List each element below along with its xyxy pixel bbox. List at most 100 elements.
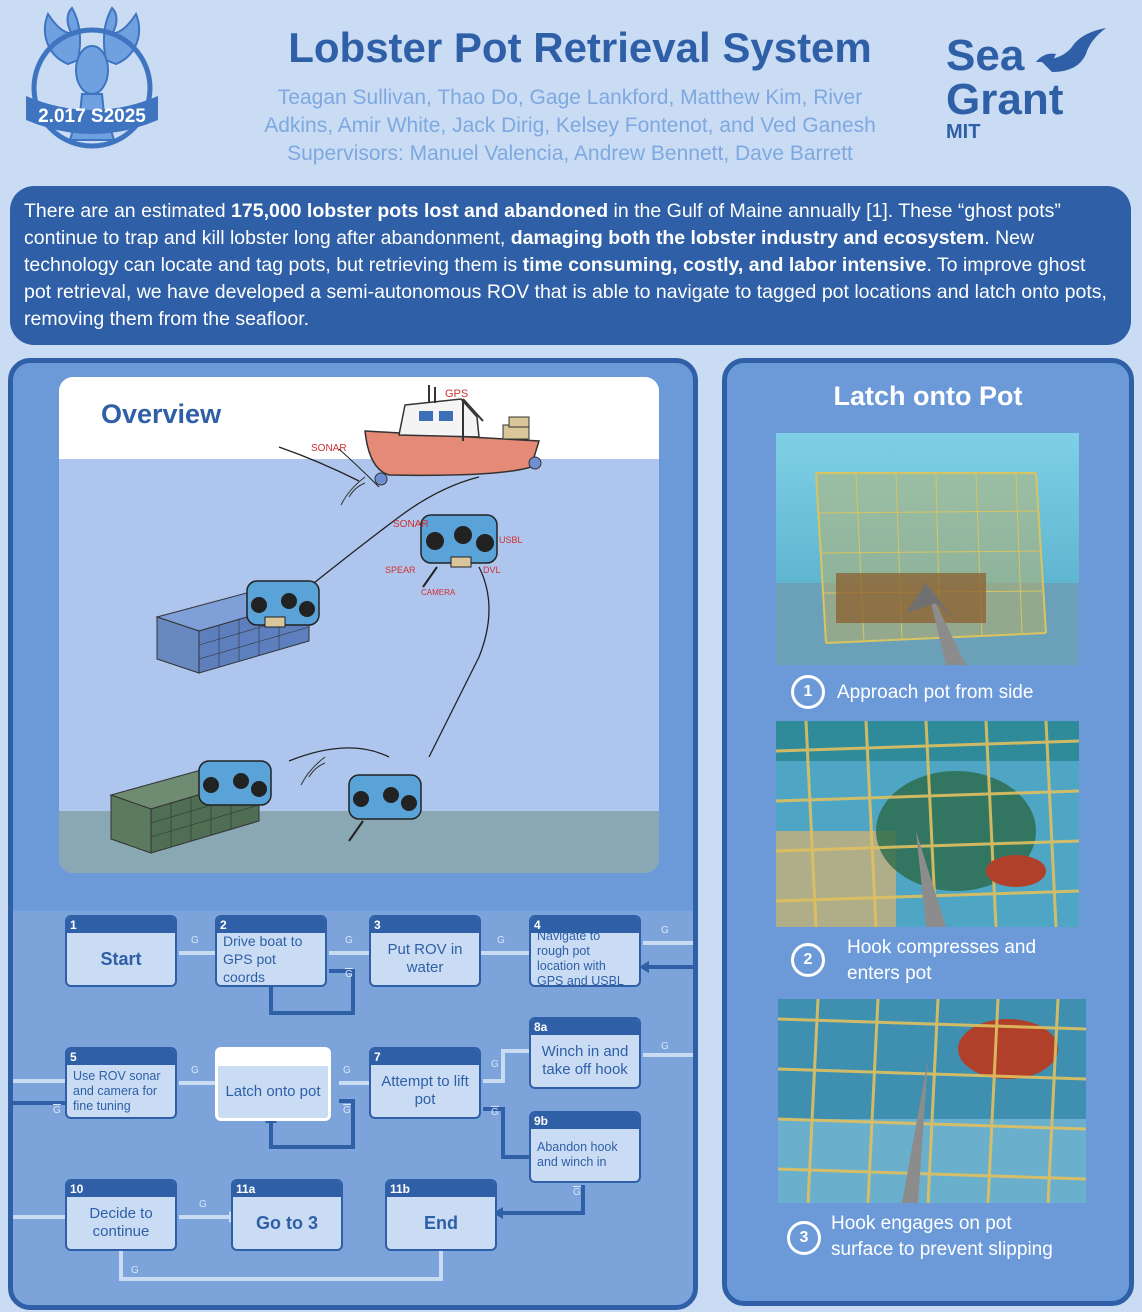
overview-title: Overview — [101, 399, 222, 429]
label-spear: SPEAR — [385, 565, 416, 575]
flow-state-2[interactable]: 2 Drive boat to GPS pot coords — [215, 915, 327, 987]
sea-grant-logo: Sea Grant MIT — [944, 26, 1114, 146]
sea-grant-sea: Sea — [946, 31, 1025, 80]
step-number-badge: 1 — [791, 675, 825, 709]
state-flowchart: G G G G G G G G G G G G G G G 1 Start 2 … — [13, 911, 693, 1305]
state-number: 5 — [67, 1049, 175, 1065]
state-number: 9b — [531, 1113, 639, 1129]
state-label: Decide to continue — [89, 1205, 153, 1240]
latch-panel: Latch onto Pot — [722, 358, 1134, 1306]
rov-illustration-2 — [420, 514, 498, 588]
step-number-badge: 3 — [787, 1221, 821, 1255]
step-3-line-1: Hook engages on pot — [831, 1213, 1012, 1234]
intro-bold-3: time consuming, costly, and labor intens… — [522, 254, 927, 276]
authors-line-1: Teagan Sullivan, Thao Do, Gage Lankford,… — [277, 86, 863, 109]
poster-title: Lobster Pot Retrieval System — [288, 24, 872, 71]
state-label: Winch in and take off hook — [541, 1043, 629, 1078]
sea-grant-mit: MIT — [946, 121, 980, 143]
intro-text-1: There are an estimated — [24, 200, 232, 222]
flow-state-10[interactable]: 10 Decide to continue — [65, 1179, 177, 1251]
intro-bold-1: 175,000 lobster pots lost and abandoned — [231, 200, 609, 222]
step-3-text: Hook engages on pot surface to prevent s… — [831, 1211, 1053, 1263]
label-dvl: DVL — [483, 565, 501, 575]
step-1-line-1: Approach pot from side — [837, 682, 1034, 703]
state-label: Use ROV sonar and camera for fine tuning — [73, 1068, 161, 1113]
state-number: 8a — [531, 1019, 639, 1035]
overview-panel: GPS SONAR — [8, 358, 698, 1310]
guard-not-label: G — [343, 1105, 351, 1116]
state-label: Start — [100, 949, 142, 969]
guard-label: G — [343, 1065, 351, 1076]
flow-state-5[interactable]: 5 Use ROV sonar and camera for fine tuni… — [65, 1047, 177, 1119]
guard-label: G — [497, 935, 505, 946]
label-sonar-rov: SONAR — [393, 519, 429, 530]
latch-title: Latch onto Pot — [833, 381, 1023, 411]
flow-state-8a[interactable]: 8a Winch in and take off hook — [529, 1017, 641, 1089]
lobster-logo: 2.017 S2025 — [22, 4, 162, 156]
flow-state-9b[interactable]: 9b Abandon hook and winch in — [529, 1111, 641, 1183]
guard-not-label: G — [345, 969, 353, 980]
state-label: Abandon hook and winch in — [537, 1140, 618, 1169]
guard-label: G — [131, 1265, 139, 1276]
state-label: Go to 3 — [256, 1213, 318, 1233]
flow-state-6-active[interactable]: 6 Latch onto pot — [215, 1047, 331, 1121]
guard-label: G — [191, 935, 199, 946]
flow-state-3[interactable]: 3 Put ROV in water — [369, 915, 481, 987]
authors-line-2: Adkins, Amir White, Jack Dirig, Kelsey F… — [264, 114, 876, 137]
flow-state-1-start[interactable]: 1 Start — [65, 915, 177, 987]
latch-photo-2 — [776, 721, 1079, 927]
state-number: 11a — [233, 1181, 341, 1197]
state-number: 7 — [371, 1049, 479, 1065]
state-label: End — [424, 1213, 458, 1233]
step-1-text: Approach pot from side — [837, 680, 1033, 706]
intro-text-2: in the Gulf of Maine annually [1]. These… — [24, 200, 1061, 249]
supervisors-line: Supervisors: Manuel Valencia, Andrew Ben… — [287, 142, 853, 165]
logo-text: 2.017 S2025 — [38, 106, 146, 127]
latch-photo-3 — [778, 999, 1086, 1203]
state-label: Drive boat to GPS pot coords — [223, 933, 303, 985]
state-number: 10 — [67, 1181, 175, 1197]
step-2-line-2: enters pot — [847, 963, 932, 984]
flow-state-4[interactable]: 4 Navigate to rough pot location with GP… — [529, 915, 641, 987]
intro-text-4: . To improve ghost pot retrieval, we hav… — [24, 254, 1107, 330]
intro-bold-2: damaging both the lobster industry and e… — [510, 227, 985, 249]
state-number: 2 — [217, 917, 325, 933]
intro-paragraph: There are an estimated 175,000 lobster p… — [10, 186, 1131, 345]
label-usbl: USBL — [499, 535, 523, 545]
state-number: 3 — [371, 917, 479, 933]
state-label: Navigate to rough pot location with GPS … — [537, 929, 624, 987]
label-camera: CAMERA — [421, 588, 456, 597]
guard-not-label: G — [53, 1105, 61, 1116]
step-2-line-1: Hook compresses and — [847, 937, 1037, 958]
state-number: 6 — [218, 1050, 328, 1066]
sea-grant-grant: Grant — [946, 75, 1064, 124]
rov-illustration-1 — [246, 580, 320, 628]
boat-illustration — [364, 385, 542, 486]
flow-state-11b-end[interactable]: 11b End — [385, 1179, 497, 1251]
state-label: Latch onto pot — [225, 1083, 321, 1100]
guard-label: G — [661, 1041, 669, 1052]
step-3-line-2: surface to prevent slipping — [831, 1239, 1053, 1260]
state-number: 11b — [387, 1181, 495, 1197]
state-number: 4 — [531, 917, 639, 933]
rov-illustration-3 — [198, 760, 272, 806]
guard-label: G — [345, 935, 353, 946]
flow-state-7[interactable]: 7 Attempt to lift pot — [369, 1047, 481, 1119]
rov-illustration-4 — [348, 774, 422, 842]
step-number-badge: 2 — [791, 943, 825, 977]
guard-label: G — [199, 1199, 207, 1210]
state-label: Put ROV in water — [387, 941, 463, 976]
guard-label: G — [491, 1059, 499, 1070]
step-2-text: Hook compresses and enters pot — [847, 935, 1036, 987]
label-sonar-boat: SONAR — [311, 443, 347, 454]
latch-photo-1 — [776, 433, 1079, 665]
state-label: Attempt to lift pot — [381, 1073, 469, 1108]
guard-not-label: G — [491, 1107, 499, 1118]
state-number: 1 — [67, 917, 175, 933]
guard-not-label: G — [573, 1187, 581, 1198]
overview-illustration: GPS SONAR — [59, 377, 659, 873]
intro-text-3: . New technology can locate and tag pots… — [24, 227, 1035, 276]
flow-state-11a[interactable]: 11a Go to 3 — [231, 1179, 343, 1251]
guard-label: G — [661, 925, 669, 936]
authors-block: Teagan Sullivan, Thao Do, Gage Lankford,… — [215, 84, 925, 168]
